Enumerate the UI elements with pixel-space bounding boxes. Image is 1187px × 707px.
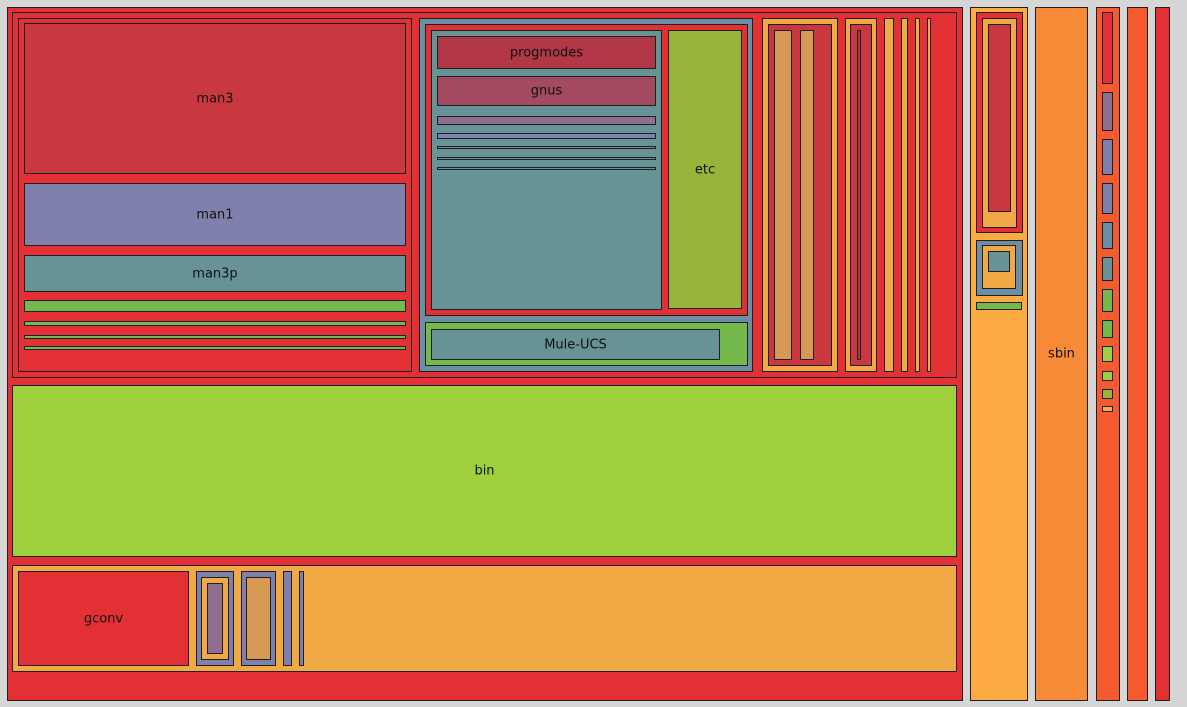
gnus-cell-label: gnus <box>530 83 563 99</box>
lisp-sub-3[interactable] <box>437 146 656 149</box>
col-j[interactable] <box>1155 7 1170 701</box>
col-h-10[interactable] <box>1102 371 1113 381</box>
lib-sub-a-inner[interactable] <box>207 583 223 654</box>
col-h-11[interactable] <box>1102 389 1113 399</box>
lib-sub-c[interactable] <box>283 571 292 666</box>
col-h-8[interactable] <box>1102 320 1113 338</box>
col-b-line[interactable] <box>857 30 861 360</box>
lisp-sub-5[interactable] <box>437 167 656 170</box>
lib-sub-d[interactable] <box>299 571 304 666</box>
lisp-sub-2[interactable] <box>437 133 656 139</box>
sbin-cell-label: sbin <box>1048 346 1075 362</box>
man1-cell-label: man1 <box>196 207 234 222</box>
col-i[interactable] <box>1127 7 1148 701</box>
gconv-cell-label: gconv <box>83 611 124 626</box>
lisp-sub-4[interactable] <box>437 157 656 160</box>
col-a-1[interactable] <box>774 30 792 360</box>
col-c[interactable] <box>884 18 894 372</box>
gconv-cell[interactable]: gconv <box>18 571 189 666</box>
col-h-6[interactable] <box>1102 257 1113 281</box>
progmodes-cell-label: progmodes <box>509 45 584 60</box>
mule-ucs-cell-label: Mule-UCS <box>544 337 607 352</box>
col-h-4[interactable] <box>1102 183 1113 214</box>
col-a-2[interactable] <box>800 30 814 360</box>
man-sub-3[interactable] <box>24 335 406 339</box>
col-h-9[interactable] <box>1102 346 1113 362</box>
man-sub-2[interactable] <box>24 321 406 326</box>
man-sub-1[interactable] <box>24 300 406 312</box>
col-g-top-inner[interactable] <box>988 24 1011 212</box>
col-h-3[interactable] <box>1102 139 1113 175</box>
col-e[interactable] <box>915 18 920 372</box>
progmodes-cell[interactable]: progmodes <box>437 36 656 69</box>
col-h-2[interactable] <box>1102 92 1113 131</box>
man3p-cell-label: man3p <box>192 266 238 281</box>
gnus-cell[interactable]: gnus <box>437 76 656 106</box>
bin-cell[interactable]: bin <box>12 385 957 557</box>
col-d[interactable] <box>901 18 908 372</box>
col-h-1[interactable] <box>1102 12 1113 84</box>
sbin-cell[interactable]: sbin <box>1035 7 1088 701</box>
man-sub-4[interactable] <box>24 346 406 350</box>
man3-cell[interactable]: man3 <box>24 23 406 174</box>
man1-cell[interactable]: man1 <box>24 183 406 246</box>
bin-cell-label: bin <box>474 463 495 479</box>
lisp-sub-1[interactable] <box>437 116 656 125</box>
col-g-sub[interactable] <box>976 302 1022 310</box>
etc-cell-label: etc <box>694 162 716 177</box>
col-h-7[interactable] <box>1102 289 1113 312</box>
mule-ucs-cell[interactable]: Mule-UCS <box>431 329 720 360</box>
col-g-mid-inner[interactable] <box>988 251 1010 272</box>
lib-sub-b-inner[interactable] <box>246 577 271 660</box>
col-f[interactable] <box>927 18 931 372</box>
col-h-5[interactable] <box>1102 222 1113 249</box>
lisp-inner[interactable] <box>431 30 662 310</box>
etc-cell[interactable]: etc <box>668 30 742 309</box>
col-b-red[interactable] <box>850 24 872 366</box>
man3-cell-label: man3 <box>196 91 234 106</box>
man3p-cell[interactable]: man3p <box>24 255 406 292</box>
col-h-12[interactable] <box>1102 406 1113 412</box>
